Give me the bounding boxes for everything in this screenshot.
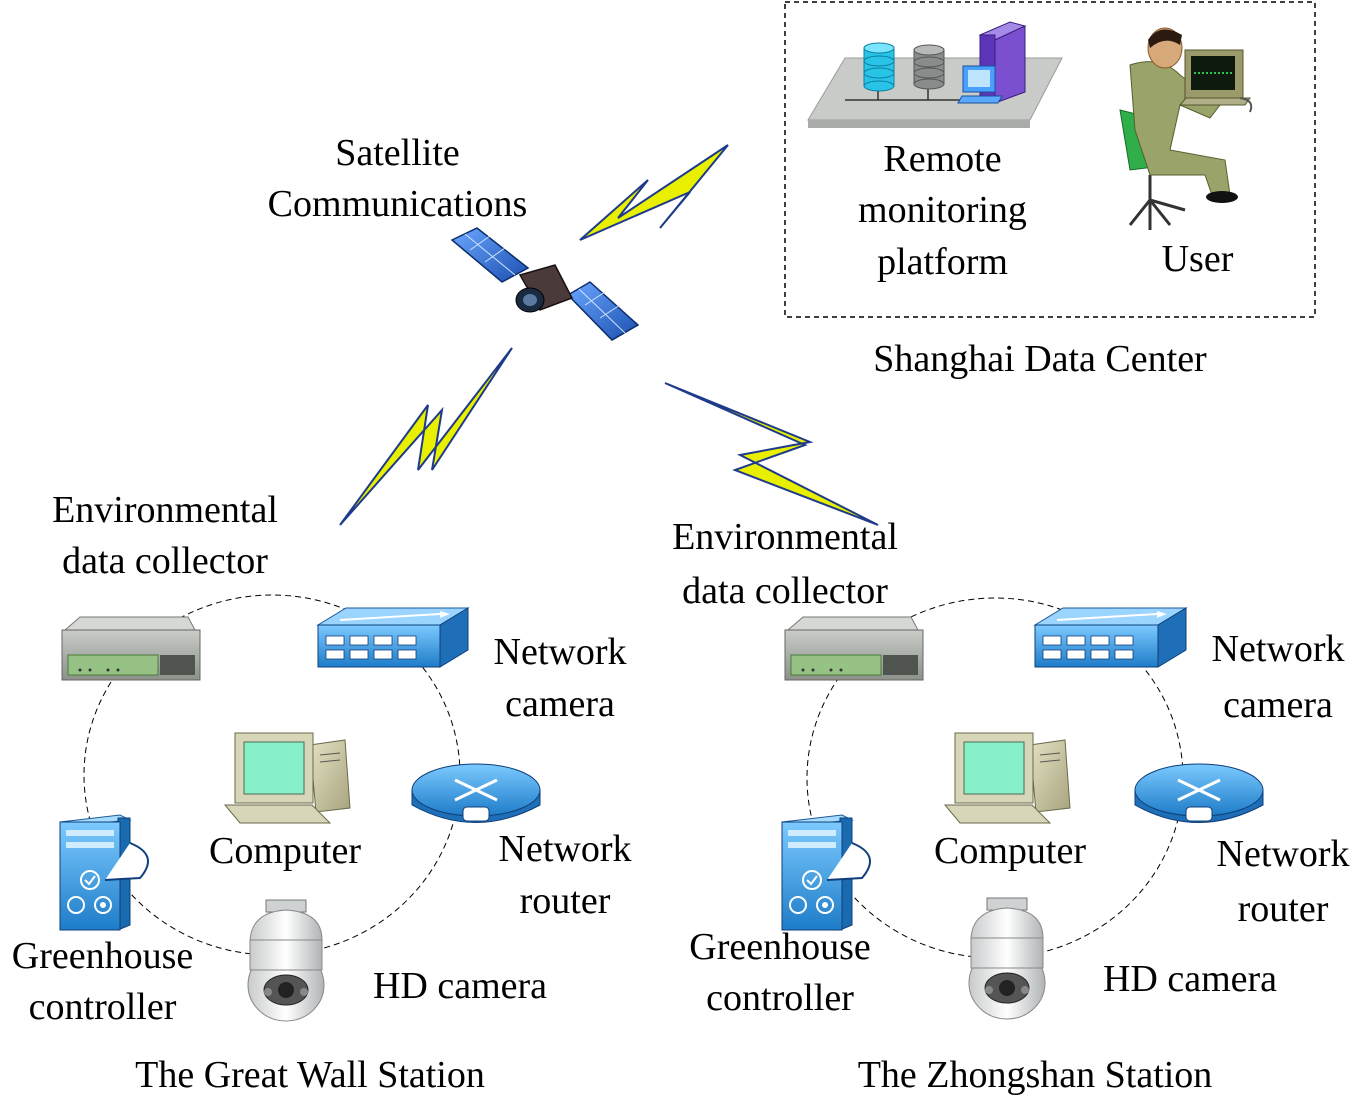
network-router-icon (1134, 763, 1264, 823)
network-camera-icon (1033, 607, 1188, 668)
satellite-icon (450, 227, 640, 341)
satellite-label-line2: Communications (267, 183, 528, 225)
router-label-line1: Network (498, 828, 632, 870)
computer-icon (943, 732, 1071, 824)
computer-icon (223, 732, 351, 824)
collector-label-line2: data collector (62, 540, 268, 582)
greenhouse-label-line1: Greenhouse (689, 926, 871, 968)
collector-label-line1: Environmental (672, 516, 898, 558)
network-camera-label-line1: Network (1211, 628, 1345, 670)
platform-label-line1: Remote (883, 138, 1002, 180)
greenhouse-label-line2: controller (706, 977, 854, 1019)
platform-label-line3: platform (877, 241, 1008, 283)
lightning-bolt-icon (339, 347, 513, 526)
hd-camera-label: HD camera (372, 965, 548, 1007)
hd-camera-icon (247, 899, 325, 1022)
lightning-bolt-icon (664, 382, 879, 526)
collector-label-line2: data collector (682, 570, 888, 612)
greenhouse-controller-icon (59, 814, 149, 931)
router-label-line2: router (519, 880, 611, 922)
station-name: The Great Wall Station (135, 1054, 485, 1096)
data-center-title: Shanghai Data Center (873, 338, 1207, 380)
remote-monitoring-platform-icon (807, 21, 1063, 128)
greenhouse-label-line1: Greenhouse (11, 935, 194, 977)
network-camera-label-line2: camera (1223, 684, 1333, 726)
environmental-data-collector-icon (784, 616, 924, 681)
computer-label: Computer (209, 830, 361, 872)
greenhouse-label-line2: controller (28, 986, 177, 1028)
station-zhongshan (781, 597, 1264, 1020)
hd-camera-label: HD camera (1102, 958, 1278, 1000)
satellite-label-line1: Satellite (335, 132, 460, 174)
environmental-data-collector-icon (61, 616, 201, 681)
router-label-line1: Network (1216, 833, 1350, 875)
platform-label-line2: monitoring (858, 189, 1027, 231)
user-icon (1119, 27, 1253, 230)
user-label: User (1161, 238, 1234, 280)
lightning-bolt-icon (579, 144, 729, 241)
collector-label-line1: Environmental (52, 489, 278, 531)
greenhouse-controller-icon (781, 814, 871, 931)
hd-camera-icon (968, 897, 1046, 1020)
station-name: The Zhongshan Station (857, 1054, 1213, 1096)
computer-label: Computer (934, 830, 1086, 872)
data-center-boundary (784, 1, 1316, 318)
network-camera-label-line1: Network (493, 631, 627, 673)
network-camera-label-line2: camera (505, 683, 615, 725)
network-router-icon (411, 763, 541, 823)
station-great-wall (59, 594, 541, 1022)
router-label-line2: router (1237, 888, 1329, 930)
network-camera-icon (316, 607, 470, 668)
